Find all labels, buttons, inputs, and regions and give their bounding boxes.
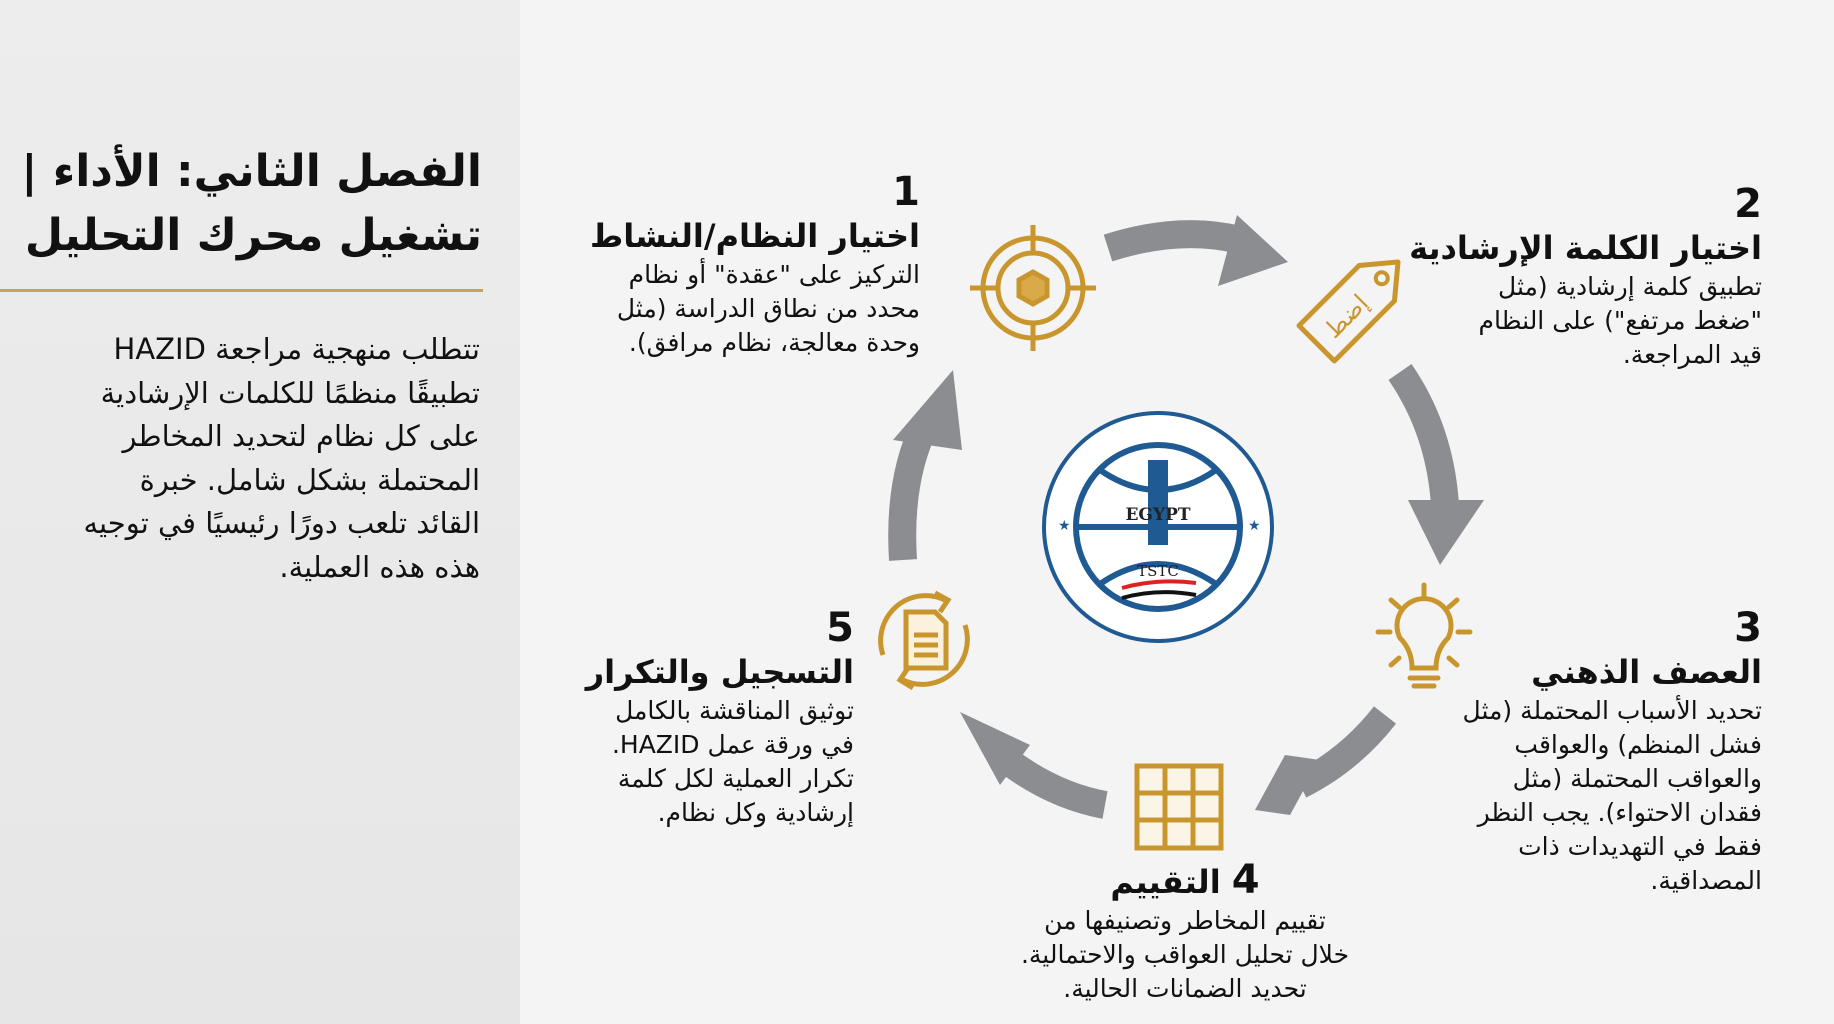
body-line: توثيق المناقشة بالكامل [615,696,854,725]
svg-text:EGYPT: EGYPT [1125,505,1190,525]
document-cycle-icon [878,590,970,691]
body-line: فقط في التهديدات ذات [1518,832,1762,861]
step-body: تقييم المخاطر وتصنيفها من خلال تحليل الع… [1000,904,1370,1006]
body-line: تكرار العملية لكل كلمة [617,764,854,793]
step-1: 1 اختيار النظام/النشاط التركيز على "عقدة… [590,170,920,360]
arrow-head [1408,500,1484,565]
arrow-5-to-1 [888,418,938,561]
intro-line: تتطلب منهجية مراجعة HAZID [113,332,480,366]
title-line: تشغيل محرك التحليل [24,210,482,261]
step-title: اختيار النظام/النشاط [590,217,920,255]
body-line: تحديد الأسباب المحتملة (مثل [1462,696,1762,725]
step-title: التقييم [1110,863,1221,901]
step-body: تحديد الأسباب المحتملة (مثل فشل المنظم) … [1463,694,1762,898]
arrow-1-to-2 [1103,220,1244,262]
step-body: تطبيق كلمة إرشادية (مثل "ضغط مرتفع") على… [1409,270,1762,372]
intro-line: تطبيقًا منظمًا للكلمات الإرشادية [100,375,480,410]
arrow-head [893,370,962,450]
arrow-head [1218,215,1288,286]
intro-line: المحتملة بشكل شامل. خبرة [139,462,480,497]
step-5: 5 التسجيل والتكرار توثيق المناقشة بالكام… [586,606,854,830]
body-line: "ضغط مرتفع") على النظام [1478,306,1762,335]
step-3: 3 العصف الذهني تحديد الأسباب المحتملة (م… [1463,606,1762,898]
step-4: 4 التقييم تقييم المخاطر وتصنيفها من خلال… [1000,858,1370,1006]
lightbulb-icon [1375,582,1473,689]
intro-line: على كل نظام لتحديد المخاطر [122,419,481,453]
page-title: الفصل الثاني: الأداء | تشغيل محرك التحلي… [21,140,482,268]
left-panel [0,0,520,1024]
svg-text:★: ★ [1248,518,1261,534]
body-line: قيد المراجعة. [1622,340,1762,369]
step-number: 2 [1734,181,1762,227]
body-line: وحدة معالجة، نظام مرافق). [628,328,920,357]
intro-line: القائد تلعب دورًا رئيسيًا في توجيه [83,506,481,540]
step-title: اختيار الكلمة الإرشادية [1409,229,1762,267]
arrow-head [960,712,1030,785]
target-icon [970,225,1096,351]
body-line: تحديد الضمانات الحالية. [1063,974,1307,1003]
step-number: 3 [1734,605,1762,651]
body-line: محدد من نطاق الدراسة (مثل [616,294,920,323]
intro-line: هذه هذه العملية. [279,549,480,584]
arrow-head [1255,755,1320,815]
intro-text: تتطلب منهجية مراجعة HAZID تطبيقًا منظمًا… [84,328,481,589]
step-body: التركيز على "عقدة" أو نظام محدد من نطاق … [590,258,920,360]
body-line: المصداقية. [1650,866,1762,895]
body-line: تطبيق كلمة إرشادية (مثل [1498,272,1762,301]
step-title: العصف الذهني [1531,653,1762,691]
step-number: 5 [826,605,854,651]
body-line: خلال تحليل العواقب والاحتمالية. [1020,940,1350,969]
svg-text:★: ★ [1058,518,1071,534]
body-line: تقييم المخاطر وتصنيفها من [1044,906,1326,935]
step-number: 4 [1231,857,1260,903]
body-line: إرشادية وكل نظام. [657,798,854,827]
tag-icon: إضط [1296,259,1401,364]
arrow-2-to-3 [1388,364,1459,507]
body-line: فشل المنظم) والعواقب [1514,730,1762,759]
svg-text:TSTC: TSTC [1137,562,1179,580]
body-line: فقدان الاحتواء). يجب النظر [1477,798,1762,827]
body-line: والعواقب المحتملة (مثل [1512,764,1762,793]
risk-matrix-icon [1134,763,1224,851]
step-number: 1 [892,169,920,215]
body-line: التركيز على "عقدة" أو نظام [628,260,920,289]
step-title: التسجيل والتكرار [585,653,854,691]
arrow-3-to-4 [1293,706,1397,798]
body-line: في ورقة عمل HAZID. [611,730,854,759]
divider [0,289,483,292]
title-line: الفصل الثاني: الأداء | [21,146,482,197]
step-2: 2 اختيار الكلمة الإرشادية تطبيق كلمة إرش… [1409,182,1762,372]
step-body: توثيق المناقشة بالكامل في ورقة عمل HAZID… [586,694,854,830]
company-logo: EGYPT TSTC ★ ★ [1042,411,1274,643]
